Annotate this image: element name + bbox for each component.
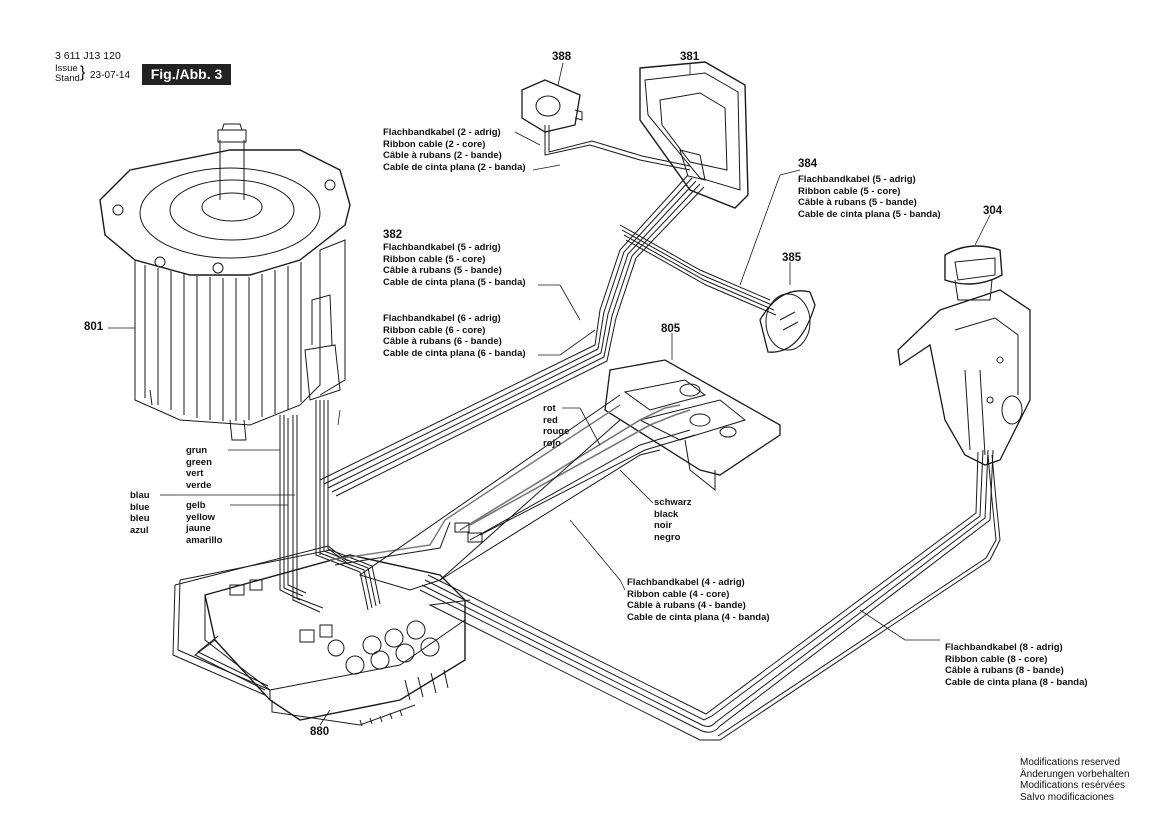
label-line: Câble à rubans (5 - bande): [798, 197, 917, 208]
label-line: Cable de cinta plana (6 - banda): [383, 347, 526, 359]
colored-wires-805: [329, 404, 696, 566]
label-line: red: [543, 414, 558, 426]
label-line: Cable de cinta plana (2 - banda): [383, 161, 526, 173]
modifications-line: Änderungen vorbehalten: [1020, 768, 1130, 780]
label-line: blue: [130, 501, 150, 513]
modifications-line: Modifications resérvées: [1020, 780, 1126, 791]
part-number: 3 611 J13 120: [55, 50, 121, 62]
label-line: Câble à rubans (2 - bande): [383, 150, 502, 161]
cable-382-drawing: [319, 174, 705, 555]
label-black-wire: schwarz black noir negro: [654, 497, 692, 543]
label-line: vert: [186, 468, 204, 479]
label-cable-2core: Flachbandkabel (2 - adrig) Ribbon cable …: [383, 127, 526, 173]
label-line: Ribbon cable (4 - core): [627, 588, 730, 600]
issue-date: 23-07-14: [90, 70, 131, 81]
cable-384-drawing: [619, 224, 777, 316]
part-388: 388: [552, 51, 572, 63]
label-red-wire: rot red rouge rojo: [543, 403, 569, 449]
board-805-drawing: [604, 359, 781, 492]
sensor-385-drawing: [759, 290, 816, 353]
label-line: Flachbandkabel (2 - adrig): [383, 127, 501, 138]
label-line: Ribbon cable (2 - core): [383, 138, 486, 150]
label-line: black: [654, 508, 679, 520]
label-line: Câble à rubans (8 - bande): [945, 665, 1064, 676]
label-line: Ribbon cable (6 - core): [383, 324, 486, 336]
figure-badge: Fig./Abb. 3: [142, 64, 231, 85]
label-line: Ribbon cable (5 - core): [383, 253, 486, 265]
label-line: jaune: [186, 523, 211, 534]
label-green-wire: grun green vert verde: [186, 445, 212, 491]
label-line: blau: [130, 490, 150, 501]
issue-label-line2: Stand: [55, 73, 80, 84]
part-381: 381: [680, 51, 700, 63]
label-line: amarillo: [186, 534, 223, 546]
label-line: green: [186, 456, 212, 468]
label-line: rojo: [543, 437, 561, 449]
label-cable-8core: Flachbandkabel (8 - adrig) Ribbon cable …: [945, 642, 1088, 688]
label-cable-5core-384: Flachbandkabel (5 - adrig) Ribbon cable …: [798, 174, 941, 220]
label-line: noir: [654, 520, 672, 531]
label-line: Câble à rubans (6 - bande): [383, 336, 502, 347]
label-line: Flachbandkabel (4 - adrig): [627, 577, 745, 588]
modifications-note: Modifications reserved Änderungen vorbeh…: [1020, 757, 1130, 803]
label-line: gelb: [186, 500, 206, 511]
display-381-drawing: [639, 61, 749, 209]
label-cable-4core: Flachbandkabel (4 - adrig) Ribbon cable …: [627, 577, 770, 623]
part-385: 385: [782, 252, 802, 264]
part-801: 801: [84, 321, 104, 333]
label-yellow-wire: gelb yellow jaune amarillo: [186, 500, 222, 546]
label-line: azul: [130, 524, 149, 536]
issue-label: Issue Stand: [55, 64, 80, 84]
part-304: 304: [983, 205, 1003, 217]
label-line: Câble à rubans (4 - bande): [627, 600, 746, 611]
label-line: yellow: [186, 511, 216, 523]
label-line: negro: [654, 531, 681, 543]
cable-8core-drawing: [172, 449, 1001, 741]
part-382: 382: [383, 229, 403, 241]
label-line: Cable de cinta plana (5 - banda): [383, 276, 526, 288]
module-388-drawing: [521, 79, 583, 133]
label-line: Cable de cinta plana (5 - banda): [798, 208, 941, 220]
control-board-880-drawing: [204, 554, 466, 727]
issue-label-line1: Issue: [55, 63, 78, 74]
label-line: rot: [543, 403, 556, 414]
label-line: bleu: [130, 513, 150, 524]
label-line: Flachbandkabel (5 - adrig): [383, 242, 501, 253]
part-384: 384: [798, 158, 818, 170]
cable-2core-drawing: [544, 125, 691, 171]
label-cable-5core-382: Flachbandkabel (5 - adrig) Ribbon cable …: [383, 242, 526, 288]
handle-304-drawing: [897, 245, 1031, 466]
brace: }: [80, 64, 86, 81]
modifications-line: Modifications reserved: [1020, 757, 1121, 768]
label-line: schwarz: [654, 497, 692, 508]
label-blue-wire: blau blue bleu azul: [130, 490, 150, 536]
motor-wire-bundle: [279, 400, 381, 613]
label-line: Ribbon cable (5 - core): [798, 185, 901, 197]
cable-4core-drawing: [358, 394, 661, 591]
label-line: verde: [186, 479, 212, 491]
leader-lines: [108, 62, 991, 726]
motor-801-drawing: [99, 123, 351, 441]
label-line: rouge: [543, 426, 570, 437]
label-cable-6core: Flachbandkabel (6 - adrig) Ribbon cable …: [383, 313, 526, 359]
label-line: Ribbon cable (8 - core): [945, 653, 1048, 665]
label-line: Cable de cinta plana (8 - banda): [945, 676, 1088, 688]
label-line: Câble à rubans (5 - bande): [383, 265, 502, 276]
label-line: grun: [186, 445, 208, 456]
label-line: Flachbandkabel (6 - adrig): [383, 313, 501, 324]
part-805: 805: [661, 323, 681, 335]
label-line: Cable de cinta plana (4 - banda): [627, 611, 770, 623]
modifications-line: Salvo modificaciones: [1020, 791, 1114, 803]
label-line: Flachbandkabel (5 - adrig): [798, 174, 916, 185]
label-line: Flachbandkabel (8 - adrig): [945, 642, 1063, 653]
part-880: 880: [310, 726, 330, 738]
